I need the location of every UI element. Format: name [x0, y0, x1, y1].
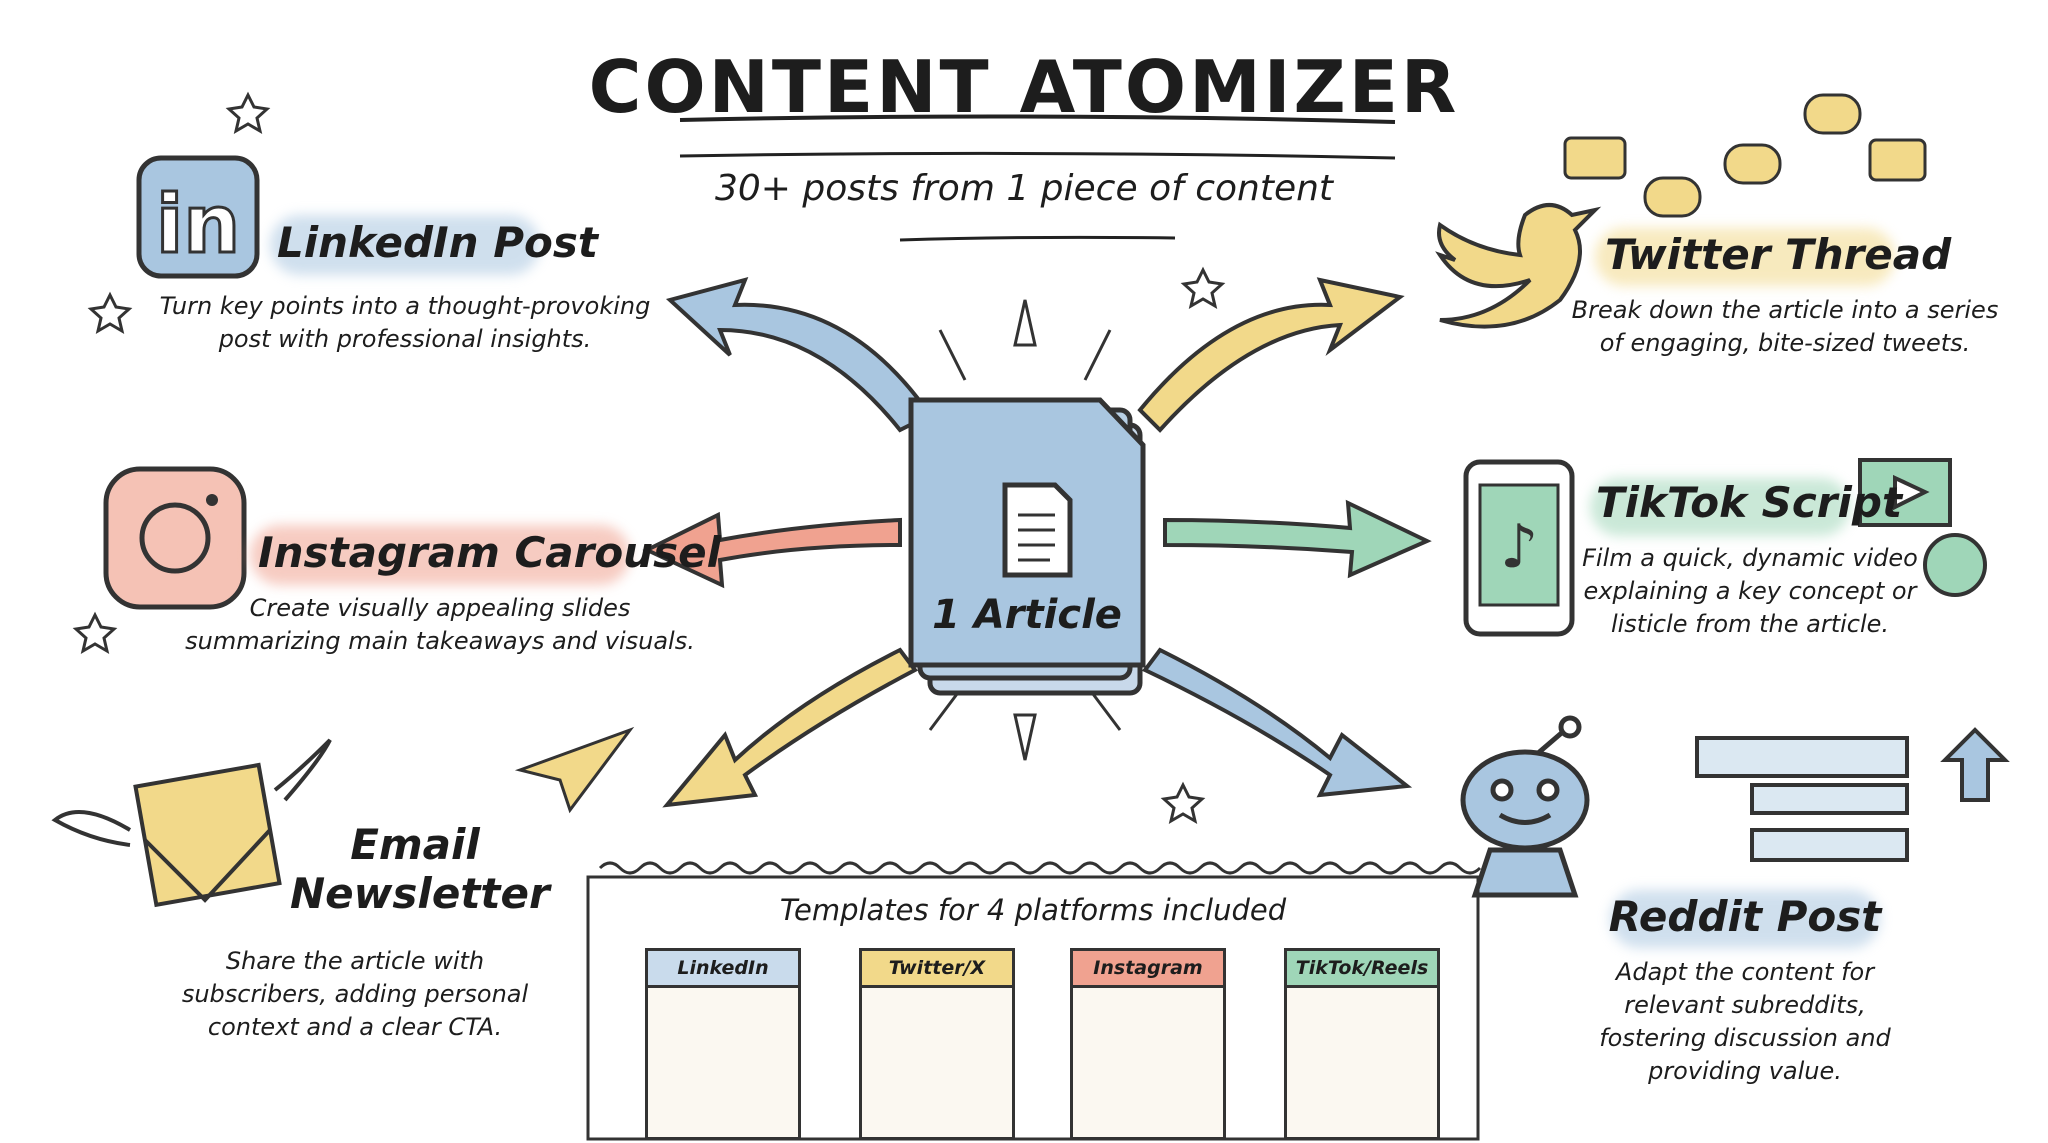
template-card-linkedin: LinkedIn [645, 948, 801, 1140]
arrow-to-linkedin [665, 277, 933, 433]
page-subtitle: 30+ posts from 1 piece of content [714, 168, 1334, 209]
star-icons [72, 91, 1226, 825]
arrow-to-tiktok [1163, 499, 1432, 579]
email-title: Email Newsletter [290, 820, 550, 918]
email-description: Share the article with subscribers, addi… [181, 947, 529, 1041]
svg-text:in: in [156, 178, 240, 271]
arrow-to-instagram [642, 511, 902, 589]
tiktok-icon: ♪ [1463, 459, 1575, 637]
reddit-icon [1460, 715, 1590, 898]
instagram-description: Create visually appealing slides summari… [185, 594, 695, 655]
twitter-description: Break down the article into a series of … [1571, 296, 1999, 357]
reddit-title: Reddit Post [1608, 892, 1882, 941]
envelope-icon [51, 738, 332, 908]
paper-plane-icon [514, 726, 635, 814]
page-title: CONTENT ATOMIZER [588, 45, 1460, 129]
tiktok-description: Film a quick, dynamic video explaining a… [1582, 544, 1918, 638]
template-card-twitter: Twitter/X [859, 948, 1015, 1140]
reddit-thread-icon [1695, 727, 2010, 862]
twitter-bird-icon [1435, 203, 1602, 329]
instagram-title: Instagram Carousel [258, 528, 721, 577]
linkedin-description: Turn key points into a thought-provoking… [159, 292, 651, 353]
reddit-description: Adapt the content for relevant subreddit… [1599, 958, 1891, 1085]
center-article-label: 1 Article [932, 592, 1122, 638]
arrow-to-twitter [1137, 277, 1405, 433]
chat-bubbles-icon [1563, 93, 1927, 218]
svg-text:♪: ♪ [1500, 512, 1538, 582]
template-card-tiktok: TikTok/Reels [1284, 948, 1440, 1140]
twitter-title: Twitter Thread [1605, 230, 1952, 279]
templates-heading: Templates for 4 platforms included [779, 893, 1287, 927]
linkedin-icon: in [136, 155, 260, 279]
smiley-icon [1923, 533, 1987, 597]
document-stack-icon [908, 397, 1146, 696]
tiktok-title: TikTok Script [1596, 478, 1903, 527]
linkedin-title: LinkedIn Post [277, 218, 598, 267]
arrow-to-email [662, 647, 919, 808]
instagram-icon [103, 466, 247, 610]
arrow-to-reddit [1141, 647, 1413, 798]
template-card-instagram: Instagram [1070, 948, 1226, 1140]
clapperboard-icon [1858, 458, 1952, 527]
